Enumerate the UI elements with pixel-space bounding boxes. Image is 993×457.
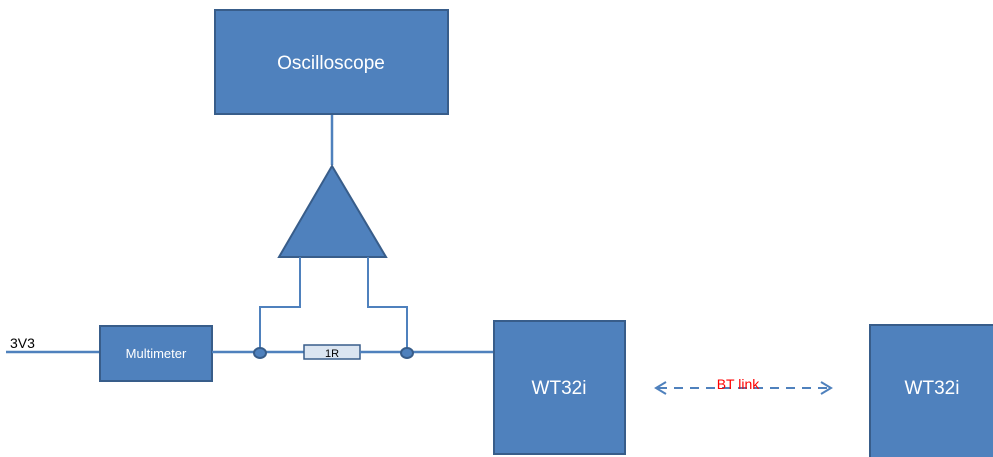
supply-label: 3V3 [10, 335, 35, 351]
wt32i-left-label: WT32i [532, 378, 587, 399]
resistor-label: 1R [325, 348, 339, 360]
bt-link-arrowhead-right [820, 381, 833, 395]
amp-left-input-wire [259, 257, 301, 352]
wt32i-right-label: WT32i [905, 378, 960, 399]
multimeter-block [99, 325, 213, 382]
amp-right-input-wire [367, 257, 408, 352]
bt-link-arrowhead-left [654, 381, 667, 395]
bt-link-label: BT link [717, 376, 761, 392]
oscilloscope-label: Oscilloscope [277, 53, 385, 74]
junction-node-right [400, 347, 414, 359]
multimeter-label: Multimeter [126, 346, 187, 361]
oscilloscope-block [214, 9, 449, 115]
wt32i-right-block [869, 324, 993, 457]
amplifier-triangle [277, 164, 388, 258]
junction-node-left [253, 347, 267, 359]
wt32i-left-block [493, 320, 626, 455]
